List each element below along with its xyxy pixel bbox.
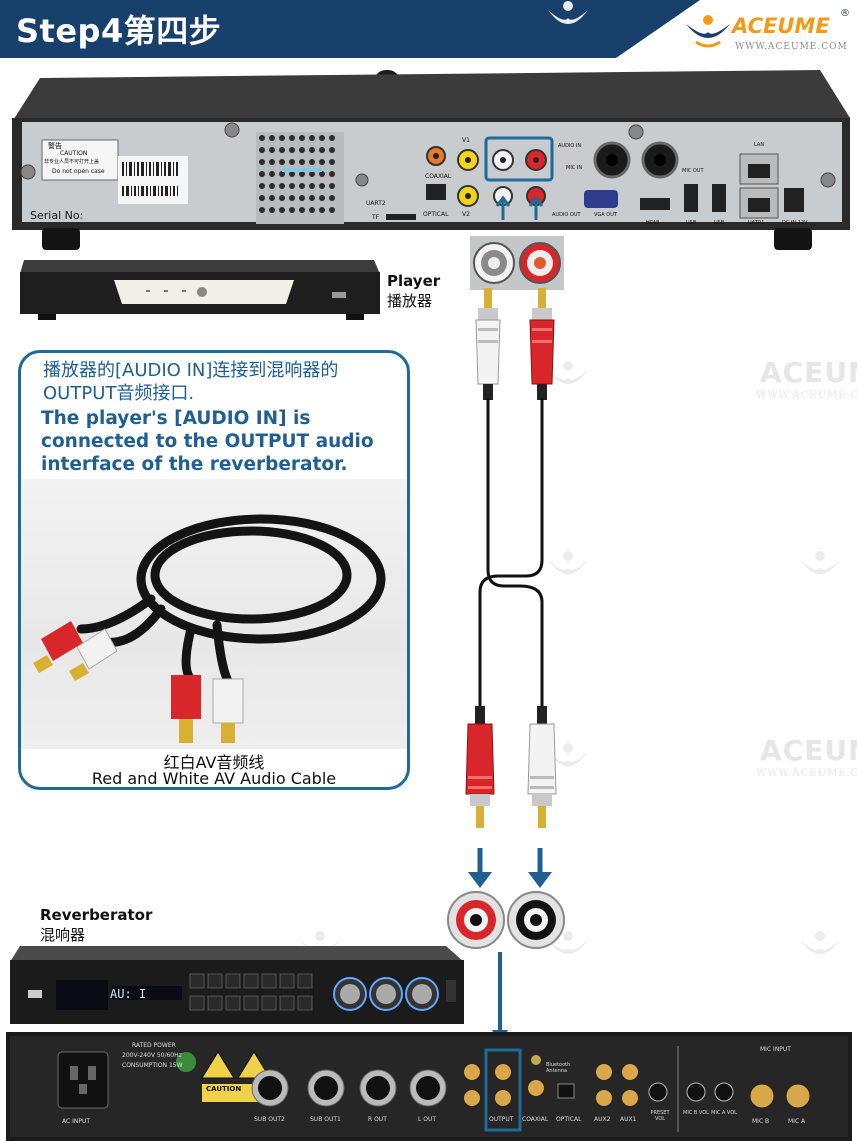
header-band	[0, 0, 700, 58]
front-display-text: AU: I	[110, 987, 147, 1001]
reverberator-label-en: Reverberator	[40, 906, 153, 924]
sub-out2-label: SUB OUT2	[254, 1116, 285, 1123]
sub-out1-label: SUB OUT1	[310, 1116, 341, 1123]
caution-note: 非专业人员不可打开上盖	[44, 159, 100, 165]
aux2-label: AUX2	[594, 1116, 611, 1123]
info-box: 播放器的[AUDIO IN]连接到混响器的OUTPUT音频接口. The pla…	[18, 350, 410, 790]
logo-text: ACEUME	[732, 14, 830, 38]
cable-photo	[21, 479, 407, 749]
coaxial-label: COAXIAL	[522, 1116, 549, 1123]
info-text-en: The player's [AUDIO IN] is connected to …	[41, 408, 374, 475]
reverberator-label-zh: 混响器	[40, 926, 86, 944]
mic-b-label: MIC B	[752, 1118, 770, 1125]
mic-out-label: MIC OUT	[682, 168, 704, 174]
optical-label: OPTICAL	[423, 211, 449, 218]
audio-out-label: AUDIO OUT	[552, 212, 581, 218]
voltage-label: 200V-240V 50/60Hz	[122, 1052, 182, 1059]
aux1-label: AUX1	[620, 1116, 637, 1123]
r-out-label: R OUT	[368, 1116, 387, 1123]
player-front-photo	[20, 260, 380, 320]
red-rca-plug-top	[529, 288, 555, 400]
usb-label: USB	[686, 220, 697, 226]
ac-input-label: AC INPUT	[62, 1118, 91, 1125]
v1-label: V1	[462, 137, 470, 144]
logo-url: WWW.ACEUME.COM	[735, 42, 848, 52]
player-label-en: Player	[387, 272, 441, 290]
watermark-text: ACEUME	[760, 734, 857, 767]
reverberator-front-panel	[10, 946, 464, 1024]
mic-a-vol-label: MIC A VOL	[711, 1110, 737, 1116]
step-title: Step4第四步	[16, 12, 222, 50]
consumption-label: CONSUMPTION 15W	[122, 1062, 183, 1069]
mic-in-label: MIC IN	[566, 165, 583, 171]
optical-label: OPTICAL	[556, 1116, 582, 1123]
output-label: OUTPUT	[489, 1116, 514, 1123]
cable-caption-en: Red and White AV Audio Cable	[91, 769, 337, 788]
info-text-zh: 播放器的[AUDIO IN]连接到混响器的OUTPUT音频接口.	[43, 360, 339, 404]
caution-sticker-label: CAUTION	[206, 1085, 242, 1093]
rated-power-label: RATED POWER	[132, 1042, 176, 1049]
vga-out-label: VGA OUT	[594, 212, 617, 218]
mic-input-label: MIC INPUT	[760, 1046, 791, 1053]
lan-label: LAN	[754, 142, 765, 148]
uatr1-label: UATR1	[748, 220, 765, 226]
av-cable-coil-icon	[33, 514, 386, 743]
audio-in-label: AUDIO IN	[558, 143, 582, 149]
cable-caption-zh: 红白AV音频线	[163, 753, 265, 772]
player-label-zh: 播放器	[387, 292, 433, 310]
white-rca-plug-bottom	[527, 706, 557, 828]
coaxial-label: COAXIAL	[425, 173, 452, 180]
dc-in-label: DC IN 12V	[782, 220, 808, 226]
usb-label: USB	[714, 220, 725, 226]
hdmi-label: HDMI	[646, 220, 660, 226]
insert-arrows	[468, 848, 552, 888]
player-rear-panel	[12, 70, 850, 250]
arrow-down-icon	[468, 872, 492, 888]
tf-label: TF	[372, 214, 380, 221]
caution-label-zh: 警告	[48, 142, 62, 150]
reverberator-rear-panel	[6, 1032, 852, 1141]
mic-a-label: MIC A	[788, 1118, 806, 1125]
watermark-url: WWW.ACEUME.COM	[756, 768, 857, 779]
preset-vol-label: PRESET VOL	[650, 1110, 670, 1122]
uart2-label: UART2	[366, 200, 386, 207]
bluetooth-antenna-label: Bluetooth Antenna	[546, 1062, 571, 1074]
player-audio-in-jacks-zoom	[470, 236, 564, 290]
logo-registered-mark: ®	[840, 8, 850, 19]
reverberator-output-jacks-zoom	[447, 891, 565, 949]
arrow-down-icon	[528, 872, 552, 888]
caution-label-en: CAUTION	[60, 150, 88, 157]
watermark-url: WWW.ACEUME.COM	[756, 390, 857, 401]
serial-label: Serial No:	[30, 209, 84, 222]
logo-figure-icon	[686, 15, 730, 48]
do-not-open-label: Do not open case	[52, 168, 105, 175]
red-rca-plug-bottom	[465, 706, 495, 828]
watermark-text: ACEUME	[760, 356, 857, 389]
l-out-label: L OUT	[418, 1116, 437, 1123]
white-rca-plug-top	[475, 288, 501, 400]
av-audio-cable	[465, 288, 557, 828]
mic-b-vol-label: MIC B VOL	[683, 1110, 709, 1116]
v2-label: V2	[462, 211, 470, 218]
